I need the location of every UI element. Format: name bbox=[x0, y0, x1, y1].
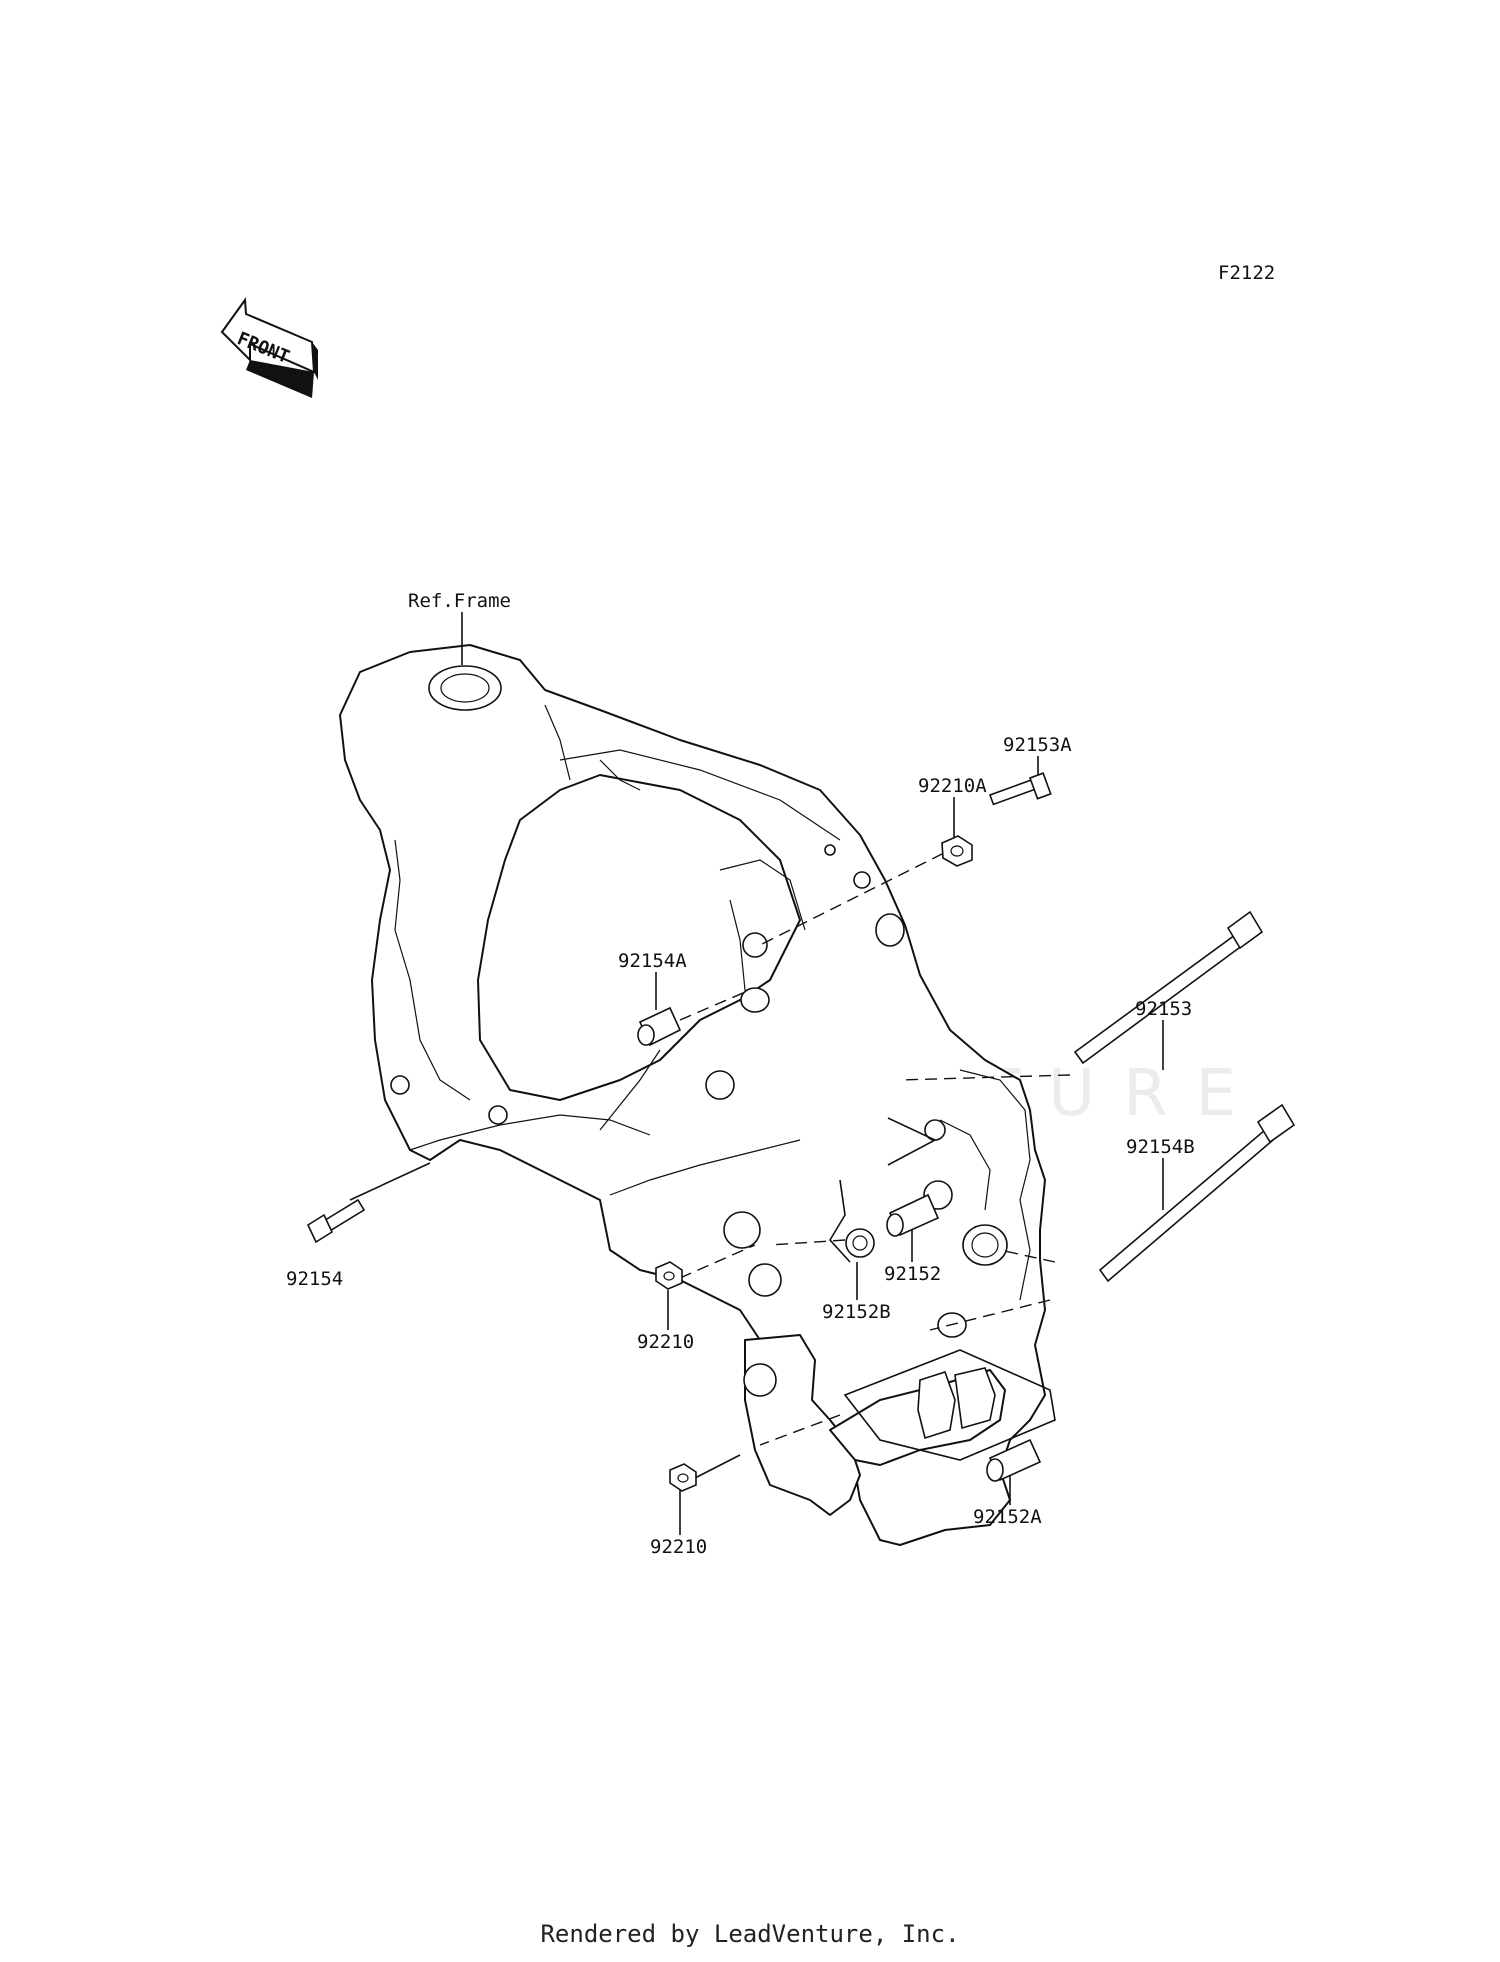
label-92154: 92154 bbox=[286, 1268, 343, 1290]
label-92210A: 92210A bbox=[918, 775, 987, 797]
label-92154A: 92154A bbox=[618, 950, 687, 972]
frame-drawing bbox=[339, 644, 1046, 1546]
front-arrow-icon: FRONT bbox=[220, 297, 318, 398]
label-92210-upper: 92210 bbox=[637, 1331, 694, 1353]
ref-frame-label: Ref.Frame bbox=[408, 590, 511, 612]
part-labels: Ref.Frame 92153A 92210A 92153 92154A 921… bbox=[286, 590, 1195, 1558]
fastener-parts bbox=[306, 772, 1296, 1492]
bolt-92153-icon bbox=[1073, 910, 1264, 1065]
bolt-92154B-icon bbox=[1098, 1103, 1296, 1283]
label-92210-lower: 92210 bbox=[650, 1536, 707, 1558]
label-92153: 92153 bbox=[1135, 998, 1192, 1020]
collar-92152-icon bbox=[886, 1193, 940, 1237]
nut-92210A-icon bbox=[941, 835, 973, 867]
nut-92210-upper-icon bbox=[655, 1261, 683, 1290]
leader-lines bbox=[349, 612, 1164, 1535]
label-92152: 92152 bbox=[884, 1263, 941, 1285]
spacer-92152B-icon bbox=[845, 1228, 875, 1258]
label-92153A: 92153A bbox=[1003, 734, 1072, 756]
collar-92154A-icon bbox=[637, 1006, 682, 1047]
bolt-92154-icon bbox=[306, 1198, 366, 1244]
footer-credit: Rendered by LeadVenture, Inc. bbox=[540, 1920, 960, 1948]
diagram-code: F2122 bbox=[1218, 262, 1276, 284]
bolt-92153A-icon bbox=[988, 772, 1052, 806]
label-92154B: 92154B bbox=[1126, 1136, 1195, 1158]
label-92152B: 92152B bbox=[822, 1301, 891, 1323]
nut-92210-lower-icon bbox=[669, 1463, 697, 1492]
collar-92152A-icon bbox=[986, 1438, 1042, 1482]
label-92152A: 92152A bbox=[973, 1506, 1042, 1528]
